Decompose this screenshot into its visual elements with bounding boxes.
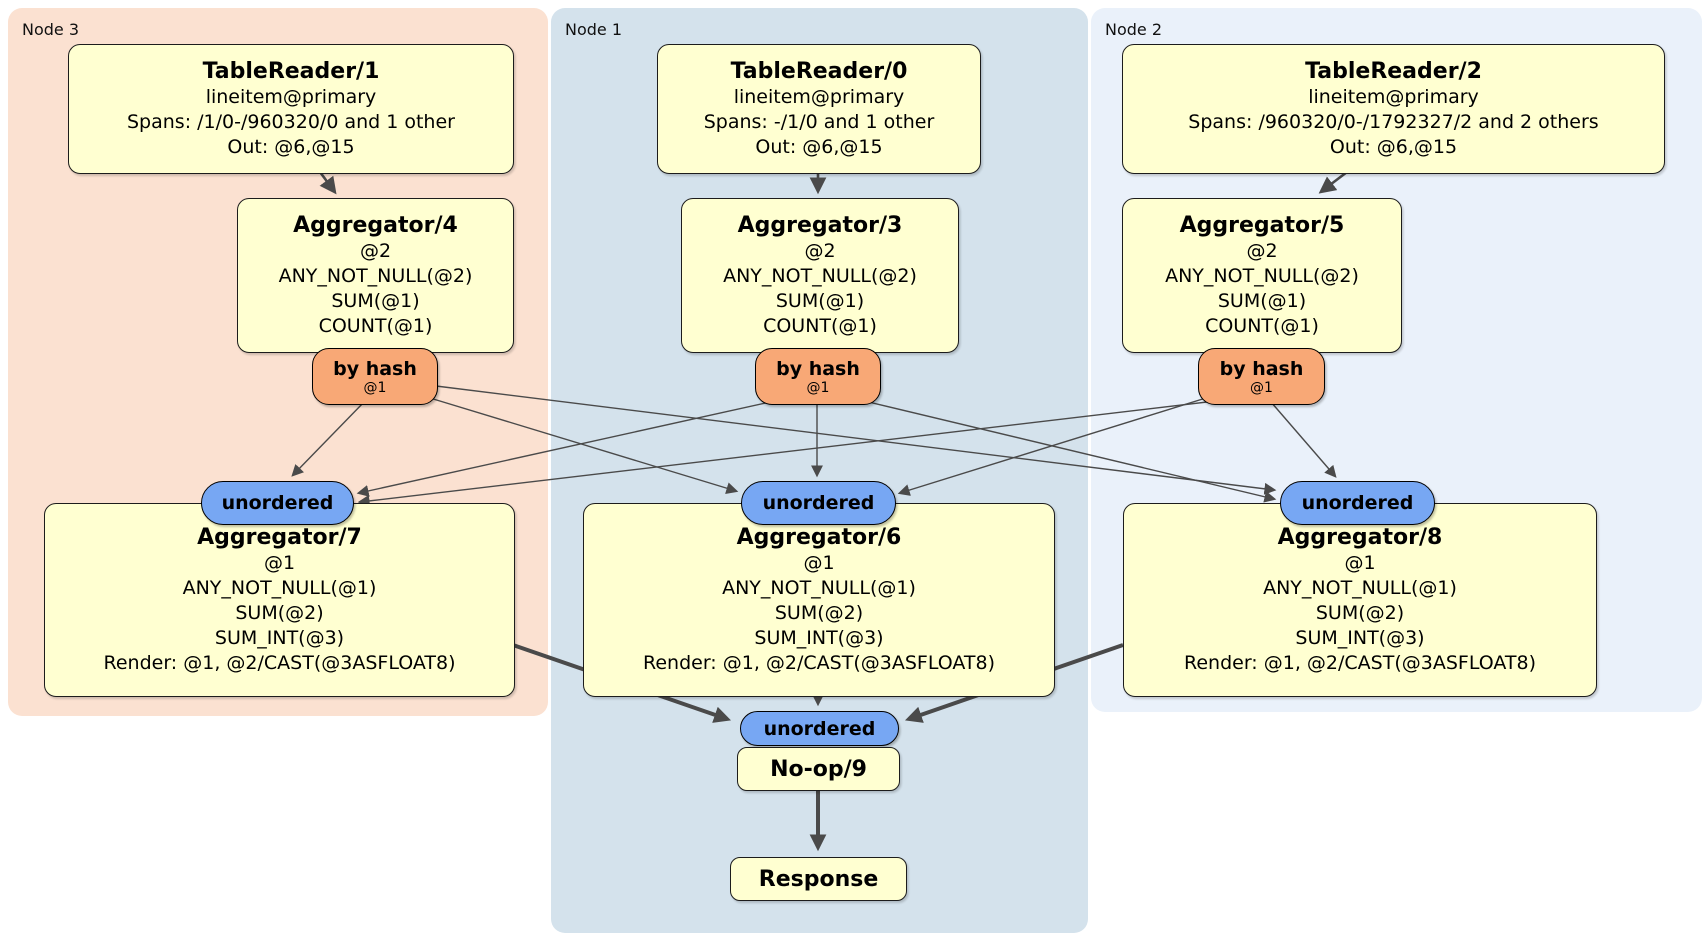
box-line: Out: @6,@15 (755, 136, 883, 158)
box-line: @2 (359, 240, 392, 262)
box-line: ANY_NOT_NULL(@1) (722, 577, 916, 599)
box-title: Aggregator/5 (1179, 213, 1345, 238)
box-line: Out: @6,@15 (227, 136, 355, 158)
box-line: @1 (1344, 552, 1376, 574)
box-line: SUM(@1) (331, 290, 420, 312)
box-line: lineitem@primary (1308, 86, 1479, 108)
box-line: @1 (263, 552, 296, 574)
hash-router-node3: by hash @1 (312, 348, 438, 405)
hash-router-node2: by hash @1 (1198, 348, 1325, 405)
box-title: Aggregator/8 (1277, 525, 1443, 550)
box-line: ANY_NOT_NULL(@2) (278, 265, 473, 287)
box-line: COUNT(@1) (763, 315, 877, 337)
hash-router-node1: by hash @1 (755, 348, 881, 405)
box-line: SUM(@1) (775, 290, 865, 312)
box-line: SUM_INT(@3) (1295, 627, 1425, 649)
router-key: @1 (1250, 379, 1273, 396)
aggregator-4-box: Aggregator/4 @2 ANY_NOT_NULL(@2) SUM(@1)… (237, 198, 514, 353)
region-label-node-2: Node 2 (1105, 20, 1163, 39)
table-reader-2-box: TableReader/2 lineitem@primary Spans: /9… (1122, 44, 1665, 174)
box-line: COUNT(@1) (318, 315, 433, 337)
box-line: Spans: /960320/0-/1792327/2 and 2 others (1188, 111, 1599, 133)
unordered-sync-final: unordered (740, 711, 899, 746)
box-line: Render: @1, @2/CAST(@3ASFLOAT8) (103, 652, 456, 674)
aggregator-8-box: Aggregator/8 @1 ANY_NOT_NULL(@1) SUM(@2)… (1123, 503, 1597, 697)
box-title: Aggregator/3 (737, 213, 903, 238)
box-line: lineitem@primary (733, 86, 905, 108)
box-line: SUM(@1) (1217, 290, 1307, 312)
box-line: SUM(@2) (235, 602, 324, 624)
router-key: @1 (363, 379, 387, 396)
box-line: SUM_INT(@3) (214, 627, 345, 649)
box-line: SUM_INT(@3) (754, 627, 884, 649)
box-line: SUM(@2) (774, 602, 864, 624)
router-label: by hash (776, 357, 860, 380)
table-reader-1-box: TableReader/1 lineitem@primary Spans: /1… (68, 44, 514, 174)
noop-box: No-op/9 (737, 747, 900, 791)
router-label: by hash (333, 357, 417, 380)
region-label-node-1: Node 1 (565, 20, 623, 39)
aggregator-6-box: Aggregator/6 @1 ANY_NOT_NULL(@1) SUM(@2)… (583, 503, 1055, 697)
box-title: Aggregator/7 (197, 525, 362, 550)
box-title: TableReader/1 (202, 59, 380, 84)
box-title: TableReader/2 (1305, 59, 1482, 84)
box-title: TableReader/0 (730, 59, 908, 84)
box-line: ANY_NOT_NULL(@2) (1165, 265, 1359, 287)
box-title: Aggregator/6 (736, 525, 902, 550)
box-line: Spans: -/1/0 and 1 other (703, 111, 935, 133)
aggregator-7-box: Aggregator/7 @1 ANY_NOT_NULL(@1) SUM(@2)… (44, 503, 515, 697)
table-reader-0-box: TableReader/0 lineitem@primary Spans: -/… (657, 44, 981, 174)
unordered-sync-node3: unordered (201, 481, 354, 525)
box-line: ANY_NOT_NULL(@1) (182, 577, 377, 599)
box-line: Render: @1, @2/CAST(@3ASFLOAT8) (643, 652, 995, 674)
unordered-sync-node2: unordered (1280, 481, 1435, 525)
aggregator-3-box: Aggregator/3 @2 ANY_NOT_NULL(@2) SUM(@1)… (681, 198, 959, 353)
unordered-sync-node1: unordered (741, 481, 896, 525)
box-line: @1 (803, 552, 835, 574)
box-line: COUNT(@1) (1205, 315, 1319, 337)
box-line: Spans: /1/0-/960320/0 and 1 other (127, 111, 455, 133)
box-line: @2 (1246, 240, 1278, 262)
response-box: Response (730, 857, 907, 901)
box-line: Out: @6,@15 (1329, 136, 1458, 158)
box-line: ANY_NOT_NULL(@2) (723, 265, 917, 287)
box-line: Render: @1, @2/CAST(@3ASFLOAT8) (1184, 652, 1536, 674)
aggregator-5-box: Aggregator/5 @2 ANY_NOT_NULL(@2) SUM(@1)… (1122, 198, 1402, 353)
box-line: SUM(@2) (1315, 602, 1405, 624)
router-label: by hash (1219, 357, 1304, 380)
box-title: Aggregator/4 (293, 213, 458, 238)
router-key: @1 (806, 379, 830, 396)
region-label-node-3: Node 3 (22, 20, 80, 39)
box-line: @2 (804, 240, 836, 262)
box-line: ANY_NOT_NULL(@1) (1263, 577, 1457, 599)
box-line: lineitem@primary (205, 86, 377, 108)
